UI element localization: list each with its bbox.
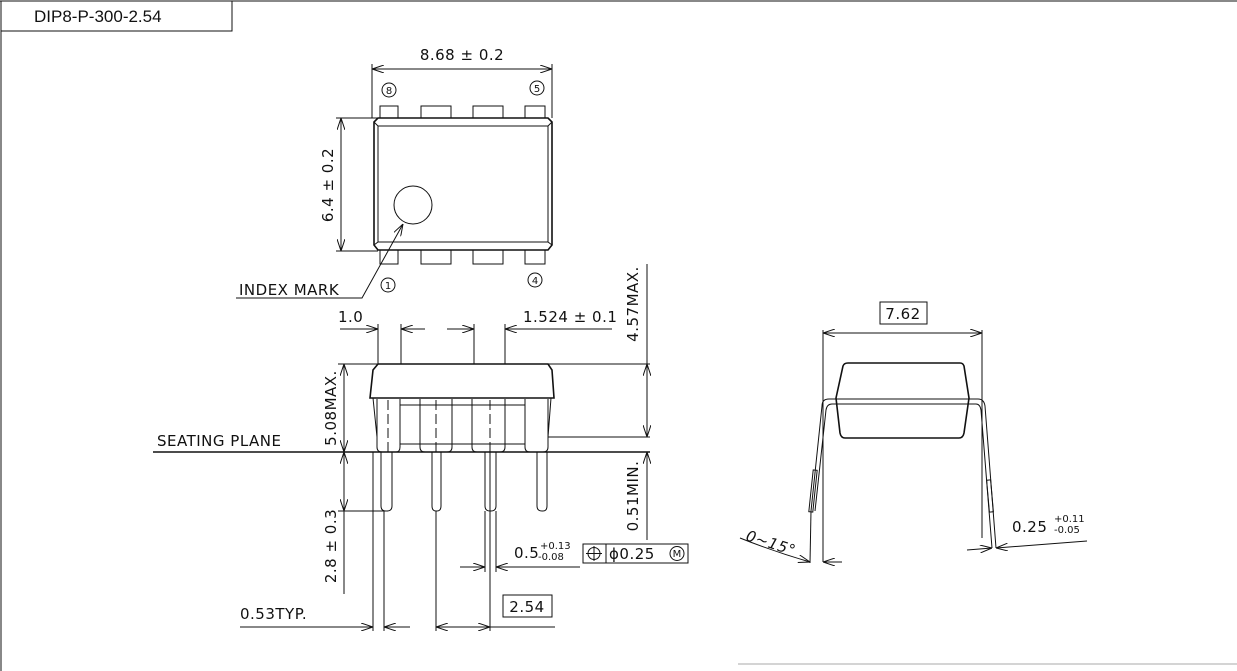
end-view: 7.62 0~15° 0.25 +0.11 -0.05 <box>739 301 1088 563</box>
lead-thickness-tol-minus: -0.05 <box>1054 525 1080 536</box>
mmc-symbol: M <box>673 549 682 560</box>
index-mark-circle <box>393 185 433 225</box>
lead-length-label: 2.8 ± 0.3 <box>322 509 340 583</box>
lead-width-typ-label: 0.53TYP. <box>240 605 307 623</box>
lead-thickness-tol-plus: +0.11 <box>1054 514 1085 525</box>
lead-width-tol-minus: -0.08 <box>538 552 564 563</box>
position-tolerance-frame: ϕ0.25 M <box>582 543 689 564</box>
package-name: DIP8-P-300-2.54 <box>34 7 162 26</box>
package-body-inner <box>377 125 549 243</box>
index-mark-label: INDEX MARK <box>239 281 340 299</box>
pin-label-1: 1 <box>385 281 391 292</box>
end-body <box>835 362 970 439</box>
pitch-label: 2.54 <box>509 598 544 616</box>
package-body <box>373 117 553 251</box>
width-dim-label: 8.68 ± 0.2 <box>420 46 504 64</box>
seating-plane-label: SEATING PLANE <box>157 432 282 450</box>
side-leads <box>376 399 549 512</box>
top-view: 8 5 1 4 8.68 ± 0.2 6.4 ± 0.2 INDEX MARK <box>236 46 553 299</box>
angle-label: 0~15° <box>744 527 798 560</box>
lead-width-upper-label: 1.0 <box>338 308 363 326</box>
lead-width-tol-plus: +0.13 <box>540 541 571 552</box>
side-view: SEATING PLANE 1.0 1.524 ± 0.1 4.57MAX. 0… <box>153 264 689 631</box>
height-max-label: 4.57MAX. <box>624 266 642 342</box>
row-spacing-label: 7.62 <box>885 305 920 323</box>
lead-width-label: 0.5 <box>514 544 539 562</box>
position-tolerance-label: ϕ0.25 <box>609 545 655 563</box>
pin-label-4: 4 <box>532 276 538 287</box>
side-body-top <box>369 363 555 399</box>
lead-shoulder-label: 1.524 ± 0.1 <box>523 308 617 326</box>
lead-thickness-label: 0.25 <box>1012 518 1047 536</box>
height-dim-label: 6.4 ± 0.2 <box>319 148 337 222</box>
standoff-min-label: 0.51MIN. <box>624 461 642 532</box>
pin-label-8: 8 <box>386 86 392 97</box>
pin-label-5: 5 <box>534 84 540 95</box>
top-pins <box>379 105 546 265</box>
body-height-max-label: 5.08MAX. <box>322 370 340 446</box>
